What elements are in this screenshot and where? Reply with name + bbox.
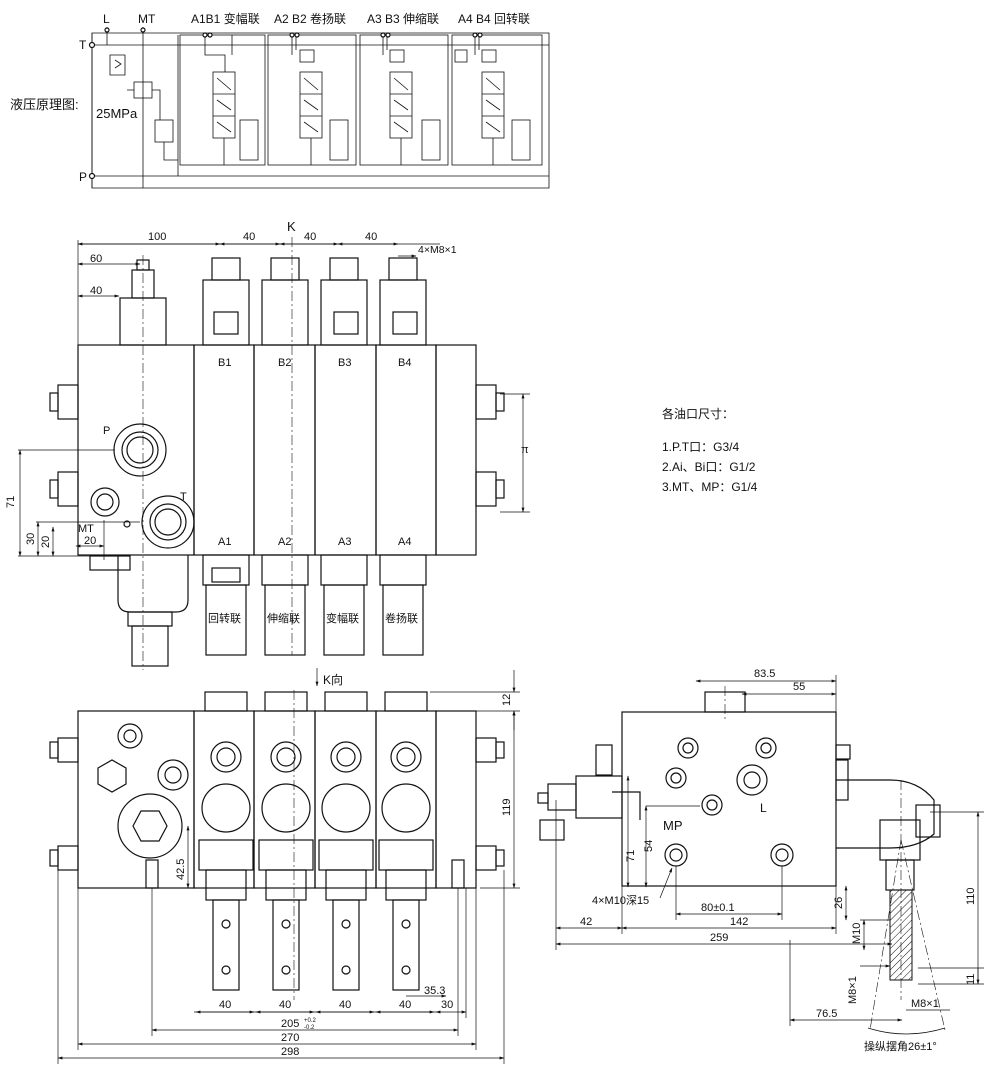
k-view: K向 [49, 668, 520, 1064]
side-dim-55: 55 [793, 681, 805, 693]
front-dim-60: 60 [90, 253, 102, 265]
k-dim-30: 30 [441, 999, 453, 1011]
side-swing-note: 操纵摆角26±1° [864, 1039, 937, 1053]
side-dim-142: 142 [730, 916, 748, 928]
k-dim-119: 119 [501, 798, 513, 816]
schematic-section-2 [267, 32, 357, 166]
port-size-2: 2.Ai、Bi口：G1/2 [662, 460, 756, 474]
schematic-port-T: T [79, 38, 87, 52]
side-label-L: L [760, 801, 767, 815]
k-dim-bottom-4: 40 [399, 999, 411, 1011]
front-port-A2: A2 [278, 536, 291, 548]
side-hole-note: 4×M10深15 [592, 894, 649, 907]
port-size-3: 3.MT、MP：G1/4 [662, 480, 758, 494]
k-dim-42-5: 42.5 [175, 859, 187, 880]
front-section-blocks [193, 257, 477, 656]
front-section-name-2: 伸缩联 [267, 612, 300, 625]
schematic-section-3-label: A3 B3 伸缩联 [367, 11, 439, 26]
front-view-letter: K [287, 219, 296, 234]
front-port-A4: A4 [398, 536, 411, 548]
front-dim-40a: 40 [243, 231, 255, 243]
front-section-name-4: 卷扬联 [385, 611, 418, 625]
front-label-MT: MT [78, 523, 94, 535]
port-sizes-note: 各油口尺寸： 1.P.T口：G3/4 2.Ai、Bi口：G1/2 3.MT、MP… [662, 406, 758, 494]
side-view: 83.5 55 L MP [537, 668, 984, 1053]
front-section-name-3: 变幅联 [326, 611, 359, 625]
front-dim-100: 100 [148, 231, 166, 243]
front-view: K 100 40 40 40 4×M8×1 60 40 [5, 219, 530, 670]
side-dim-M10: M10 [851, 923, 863, 944]
k-dim-12: 12 [501, 694, 513, 706]
front-dim-20v: 20 [40, 536, 52, 548]
front-port-B1: B1 [218, 357, 231, 369]
side-dim-26: 26 [833, 897, 845, 909]
front-port-B4: B4 [398, 357, 411, 369]
front-dim-40c: 40 [365, 231, 377, 243]
schematic-section-4 [451, 32, 543, 166]
side-dim-259: 259 [710, 932, 728, 944]
front-dim-right: π [521, 444, 529, 456]
front-section-name-1: 回转联 [208, 611, 241, 625]
side-dim-11: 11 [965, 974, 977, 985]
front-label-P: P [103, 425, 110, 437]
k-dim-298: 298 [281, 1046, 299, 1058]
front-port-B2: B2 [278, 357, 291, 369]
front-dim-40b: 40 [304, 231, 316, 243]
front-dim-71: 71 [5, 496, 17, 508]
front-thread-note: 4×M8×1 [418, 244, 457, 256]
hydraulic-schematic: 液压原理图: L MT A1B1 变幅联 A2 B2 卷扬联 A3 B3 伸缩联… [10, 11, 550, 189]
side-dim-80: 80±0.1 [701, 902, 735, 914]
front-dim-30: 30 [25, 533, 37, 545]
schematic-pressure: 25MPa [96, 106, 138, 121]
k-view-label: K向 [323, 672, 343, 687]
k-dim-bottom-1: 40 [219, 999, 231, 1011]
side-dim-71: 71 [625, 850, 637, 862]
k-dim-205-tol-up: +0.2 [304, 1018, 317, 1024]
schematic-port-L: L [103, 12, 110, 26]
schematic-section-3 [359, 32, 449, 166]
k-dim-bottom-2: 40 [279, 999, 291, 1011]
k-dim-bottom-3: 40 [339, 999, 351, 1011]
front-port-A3: A3 [338, 536, 351, 548]
side-dim-54: 54 [643, 840, 655, 852]
front-port-T-circle [141, 495, 195, 549]
side-dim-M8-right: M8×1 [911, 998, 939, 1010]
port-size-1: 1.P.T口：G3/4 [662, 440, 739, 454]
k-dim-205-tol-down: -0.2 [304, 1025, 315, 1031]
side-dim-83-5: 83.5 [754, 668, 775, 680]
side-label-MP: MP [663, 818, 683, 833]
k-dim-205: 205 [281, 1018, 299, 1030]
front-port-A1: A1 [218, 536, 231, 548]
front-dim-20h: 20 [84, 535, 96, 547]
k-dim-35-3: 35.3 [424, 985, 445, 997]
schematic-port-P: P [79, 170, 87, 184]
schematic-section-1-label: A1B1 变幅联 [191, 11, 260, 26]
side-dim-76-5: 76.5 [816, 1008, 837, 1020]
front-label-T: T [180, 491, 187, 503]
k-dim-270: 270 [281, 1032, 299, 1044]
schematic-label: 液压原理图: [10, 97, 79, 112]
side-dim-M8-left: M8×1 [847, 976, 859, 1004]
front-dim-40: 40 [90, 285, 102, 297]
schematic-port-MT: MT [138, 12, 156, 26]
front-port-B3: B3 [338, 357, 351, 369]
side-dim-42: 42 [580, 916, 592, 928]
schematic-section-2-label: A2 B2 卷扬联 [274, 11, 346, 26]
port-sizes-title: 各油口尺寸： [662, 406, 734, 421]
side-dim-110: 110 [965, 887, 977, 905]
schematic-section-1 [179, 32, 266, 166]
schematic-section-4-label: A4 B4 回转联 [458, 11, 530, 26]
